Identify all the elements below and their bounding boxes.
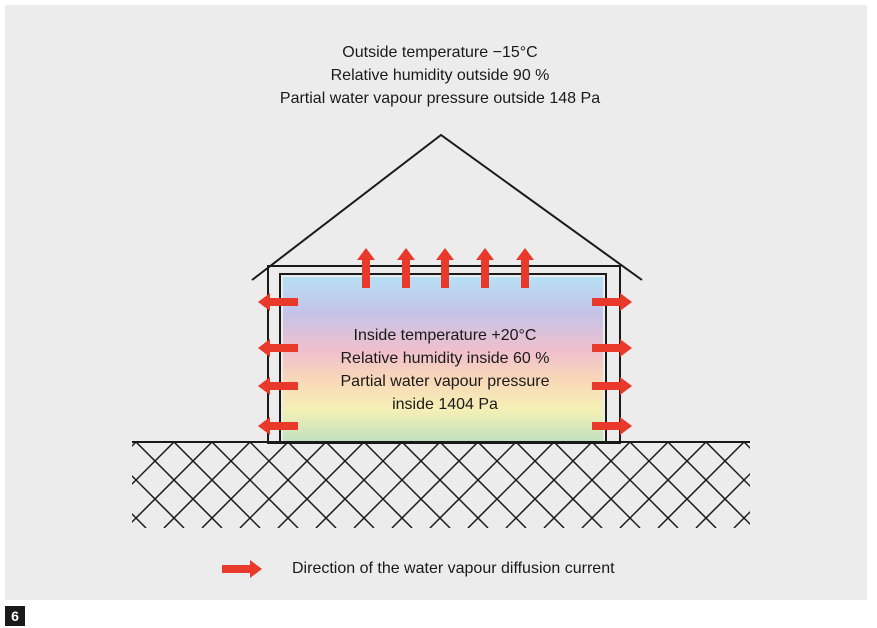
left-arrow-icon <box>258 339 298 357</box>
inside-conditions: Inside temperature +20°C Relative humidi… <box>292 324 598 416</box>
right-arrow-icon <box>592 417 632 435</box>
outside-humidity: Relative humidity outside 90 % <box>330 67 550 84</box>
ground-hatching <box>132 442 750 528</box>
inside-humidity: Relative humidity inside 60 % <box>340 350 550 367</box>
diffusion-arrows <box>258 248 632 435</box>
legend-label: Direction of the water vapour diffusion … <box>292 560 615 577</box>
up-arrow-icon <box>397 248 415 288</box>
up-arrow-icon <box>436 248 454 288</box>
up-arrow-icon <box>476 248 494 288</box>
inside-vapour-pressure-line1: Partial water vapour pressure <box>340 373 550 390</box>
inside-vapour-pressure-line2: inside 1404 Pa <box>392 396 498 413</box>
roof-line <box>251 133 643 281</box>
right-arrow-icon <box>592 339 632 357</box>
right-arrow-icon <box>592 377 632 395</box>
legend-arrow-icon <box>222 560 262 578</box>
left-arrow-icon <box>258 377 298 395</box>
up-arrow-icon <box>357 248 375 288</box>
right-arrow-icon <box>592 293 632 311</box>
outside-vapour-pressure: Partial water vapour pressure outside 14… <box>279 90 601 107</box>
outside-temperature: Outside temperature −15°C <box>342 44 538 61</box>
interior-gradient <box>283 277 603 443</box>
left-arrow-icon <box>258 417 298 435</box>
figure-number-badge: 6 <box>5 606 25 626</box>
up-arrow-icon <box>516 248 534 288</box>
outside-conditions: Outside temperature −15°C Relative humid… <box>250 41 630 110</box>
left-arrow-icon <box>258 293 298 311</box>
inside-temperature: Inside temperature +20°C <box>353 327 537 344</box>
